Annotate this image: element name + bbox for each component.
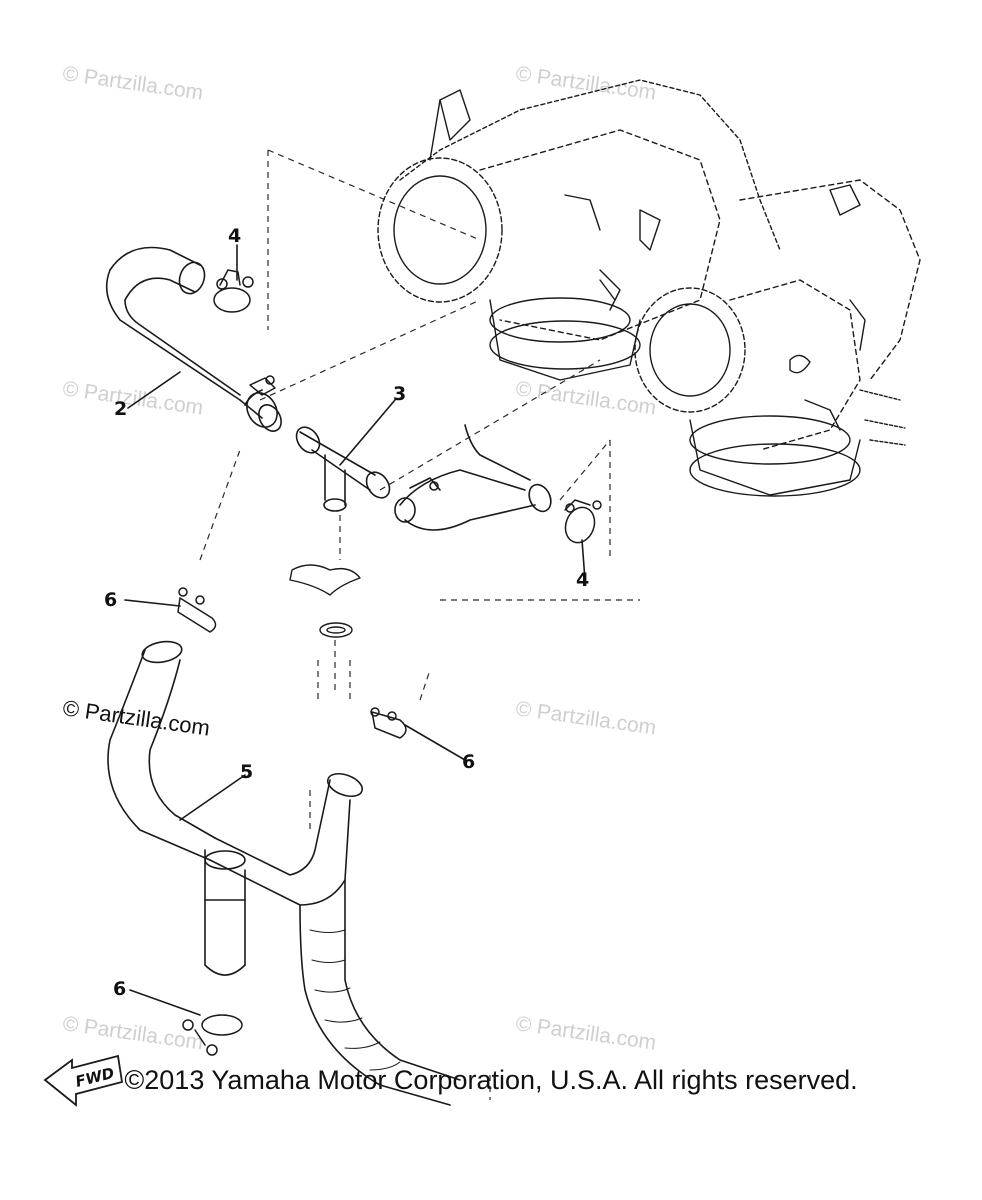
callout-leaders	[124, 244, 586, 1016]
callout-6-mid: 6	[462, 751, 475, 773]
callout-3: 3	[393, 383, 406, 405]
clamp-6-left	[177, 587, 217, 633]
seal-parts	[289, 564, 361, 638]
assembly-lines	[199, 149, 640, 1100]
callout-6-bottom: 6	[113, 978, 126, 1000]
clamp-6-bottom	[182, 1014, 243, 1056]
watermark: © Partzilla.com	[61, 695, 211, 740]
clamp-4-right	[564, 499, 602, 544]
copyright-notice: ©2013 Yamaha Motor Corporation, U.S.A. A…	[124, 1065, 858, 1095]
callout-labels: 2 3 4 4 5 6 6 6	[104, 225, 589, 1000]
t-joint-part-3	[295, 426, 391, 512]
watermark-layer: © Partzilla.com © Partzilla.com © Partzi…	[61, 62, 657, 1054]
hose-part-5	[107, 640, 461, 1106]
callout-4-right: 4	[576, 569, 589, 591]
callout-2: 2	[114, 398, 127, 420]
hose-part-2	[105, 246, 282, 432]
clamp-6-mid	[370, 707, 407, 739]
watermark: © Partzilla.com	[61, 62, 204, 104]
callout-6-left: 6	[104, 589, 117, 611]
watermark: © Partzilla.com	[514, 62, 657, 104]
watermark: © Partzilla.com	[514, 1012, 657, 1054]
carburetor-assembly	[377, 79, 921, 497]
hose-mid	[394, 424, 552, 531]
watermark: © Partzilla.com	[61, 377, 204, 419]
callout-5: 5	[240, 761, 253, 783]
clamp-2	[249, 375, 276, 396]
clamp-4-top	[213, 269, 254, 313]
fwd-arrow: FWD	[43, 1054, 124, 1107]
watermark: © Partzilla.com	[61, 1012, 204, 1054]
watermark: © Partzilla.com	[514, 697, 657, 739]
callout-4-top: 4	[228, 225, 241, 247]
